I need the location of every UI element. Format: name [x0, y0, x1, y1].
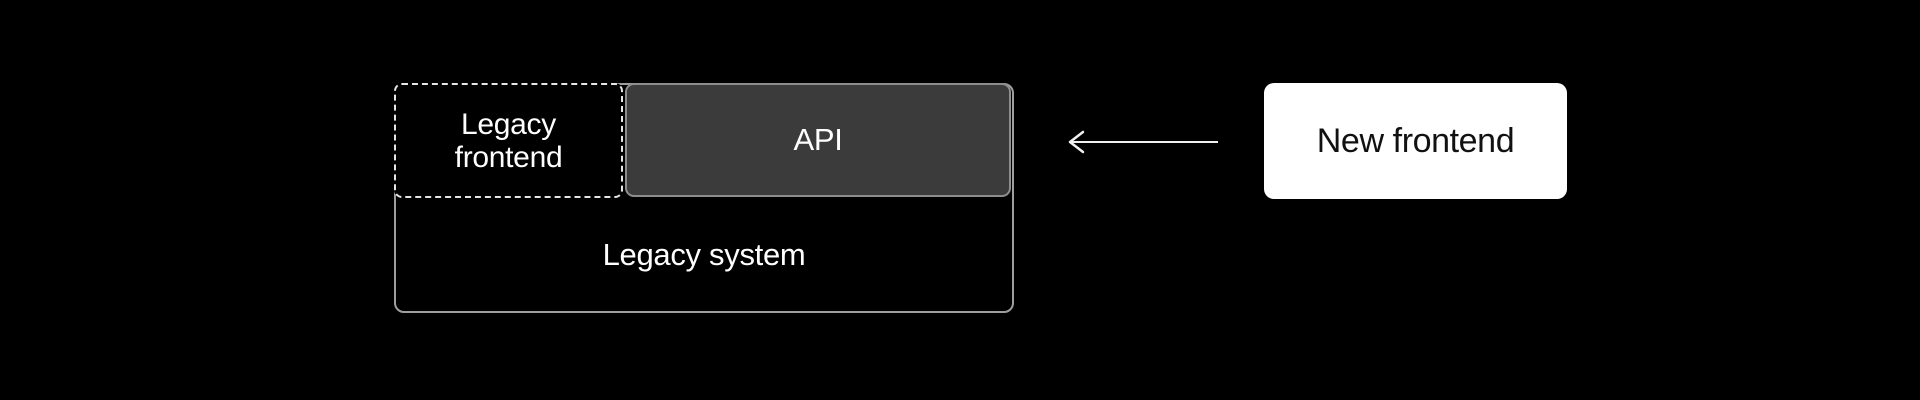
- new-frontend-label: New frontend: [1316, 121, 1515, 160]
- arrow-new-frontend-to-api: [1068, 130, 1218, 154]
- api-label: API: [793, 122, 843, 157]
- legacy-system-label: Legacy system: [602, 237, 806, 272]
- legacy-frontend-box: Legacy frontend: [394, 83, 623, 198]
- legacy-system-label-area: Legacy system: [396, 199, 1012, 311]
- legacy-frontend-label: Legacy frontend: [454, 107, 563, 174]
- api-box: API: [625, 83, 1011, 197]
- new-frontend-box: New frontend: [1264, 83, 1567, 199]
